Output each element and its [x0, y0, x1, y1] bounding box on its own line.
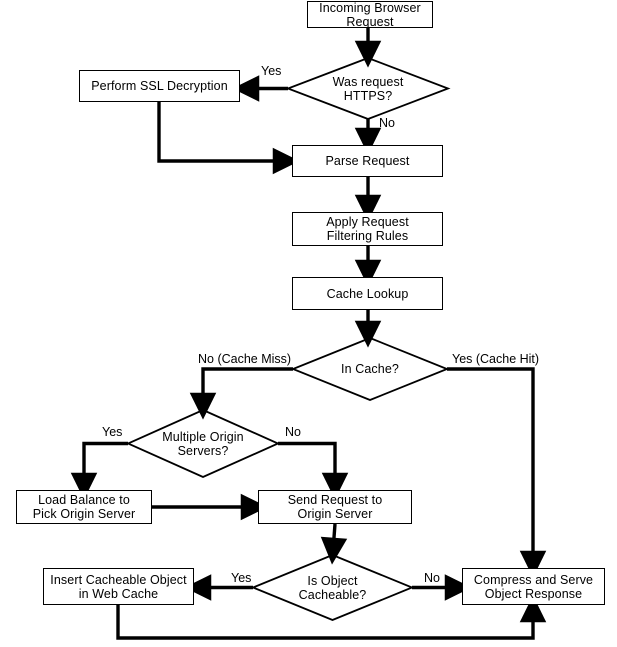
- node-perform-ssl-decryption[interactable]: Perform SSL Decryption: [79, 70, 240, 102]
- edge-label-multi-origin-no: No: [285, 425, 301, 439]
- edge-label-cache-hit: Yes (Cache Hit): [452, 352, 540, 366]
- decision-outlines: [125, 57, 451, 621]
- edge-label-https-no: No: [379, 116, 395, 130]
- edge-label-multi-origin-yes: Yes: [102, 425, 123, 439]
- node-label: Perform SSL Decryption: [91, 79, 228, 93]
- node-parse-request[interactable]: Parse Request: [292, 145, 443, 177]
- edge-label-cacheable-yes: Yes: [231, 571, 252, 585]
- edge-label-https-yes: Yes: [261, 64, 282, 78]
- node-cache-lookup[interactable]: Cache Lookup: [292, 277, 443, 310]
- node-label: Cache Lookup: [326, 286, 409, 301]
- node-label: Parse Request: [325, 154, 410, 168]
- edge-label-cacheable-no: No: [424, 571, 440, 585]
- node-label: In Cache?: [341, 362, 399, 376]
- edge-label-cache-miss: No (Cache Miss): [198, 352, 292, 366]
- node-in-cache[interactable]: In Cache?: [293, 338, 447, 400]
